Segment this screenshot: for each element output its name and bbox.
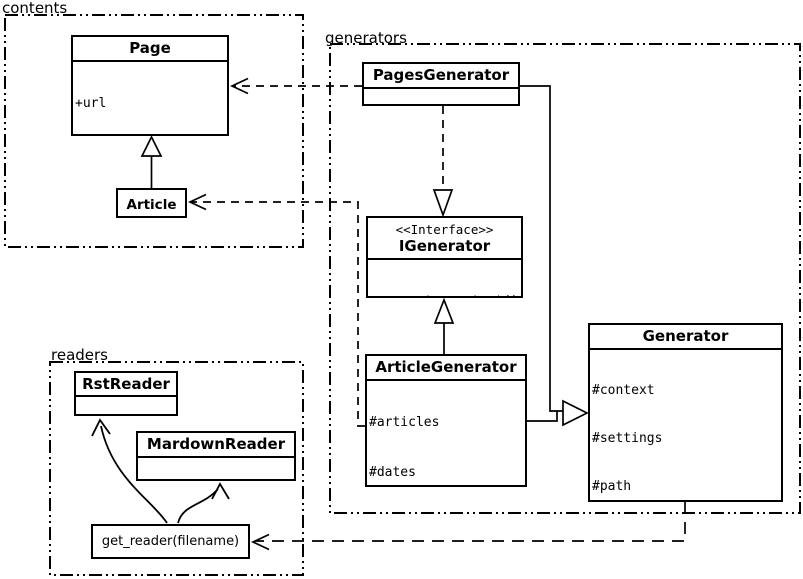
class-rstreader: RstReader +read(): [74, 371, 178, 416]
attribute: #articles: [369, 415, 440, 430]
inheritance-generators-to-generator: [520, 85, 589, 427]
class-generator-title: Generator: [642, 327, 729, 345]
class-igenerator-header: <<Interface>> IGenerator: [368, 218, 521, 258]
class-mardownreader-title: MardownReader: [146, 435, 286, 453]
package-contents-border: [4, 14, 304, 248]
dependency-generator-to-getreader: [250, 502, 686, 551]
inheritance-article-to-page: [140, 135, 163, 188]
package-label-contents: contents: [2, 0, 68, 17]
class-generator: Generator #context #settings #path #them…: [588, 323, 783, 502]
package-readers-border: [49, 361, 304, 576]
class-article-title: Article: [126, 196, 177, 213]
attribute: #settings: [592, 431, 663, 446]
class-pagesgenerator: PagesGenerator #pages: [362, 62, 520, 106]
method: +generate_context(): [370, 294, 519, 296]
class-articlegenerator-attributes: #articles #dates #tags #categories: [367, 379, 525, 485]
class-article: Article: [116, 188, 187, 218]
dependency-articlegenerator-to-article: [187, 193, 365, 427]
attribute: #path: [592, 479, 632, 494]
inheritance-articlegenerator-to-igenerator: [433, 297, 455, 354]
package-label-generators: generators: [325, 29, 407, 47]
attribute: #context: [592, 383, 655, 398]
function-getreader: get_reader(filename): [91, 524, 250, 559]
class-rstreader-title: RstReader: [82, 375, 170, 393]
arrow-getreader-to-rstreader: [91, 418, 168, 524]
class-igenerator-title: IGenerator: [398, 237, 491, 255]
arrow-getreader-to-mardownreader: [177, 482, 230, 524]
package-generators-border: [329, 43, 801, 514]
class-pagesgenerator-title: PagesGenerator: [372, 66, 510, 84]
package-label-readers: readers: [51, 346, 108, 364]
function-getreader-label: get_reader(filename): [101, 534, 240, 549]
class-page-attributes: +url +slug +summary: [73, 60, 227, 134]
class-mardownreader: MardownReader +read(): [136, 431, 296, 481]
class-page-title: Page: [129, 39, 171, 57]
class-pagesgenerator-attributes: #pages: [364, 87, 518, 104]
class-page: Page +url +slug +summary +check_properti…: [71, 35, 229, 136]
class-igenerator-stereotype: <<Interface>>: [395, 222, 494, 237]
class-articlegenerator-title: ArticleGenerator: [375, 358, 517, 376]
attribute: +url: [75, 96, 107, 111]
class-igenerator-methods: +generate_context() +generate_output(): [368, 258, 521, 296]
class-generator-attributes: #context #settings #path #theme #output_…: [590, 348, 781, 500]
class-articlegenerator: ArticleGenerator #articles #dates #tags …: [365, 354, 527, 487]
class-mardownreader-methods: +read(): [138, 456, 294, 479]
dependency-pagesgenerator-to-page: [229, 77, 362, 95]
realization-pagesgenerator-to-igenerator: [432, 106, 454, 218]
class-igenerator: <<Interface>> IGenerator +generate_conte…: [366, 216, 523, 298]
class-rstreader-methods: +read(): [76, 395, 176, 414]
attribute: #dates: [369, 464, 416, 480]
